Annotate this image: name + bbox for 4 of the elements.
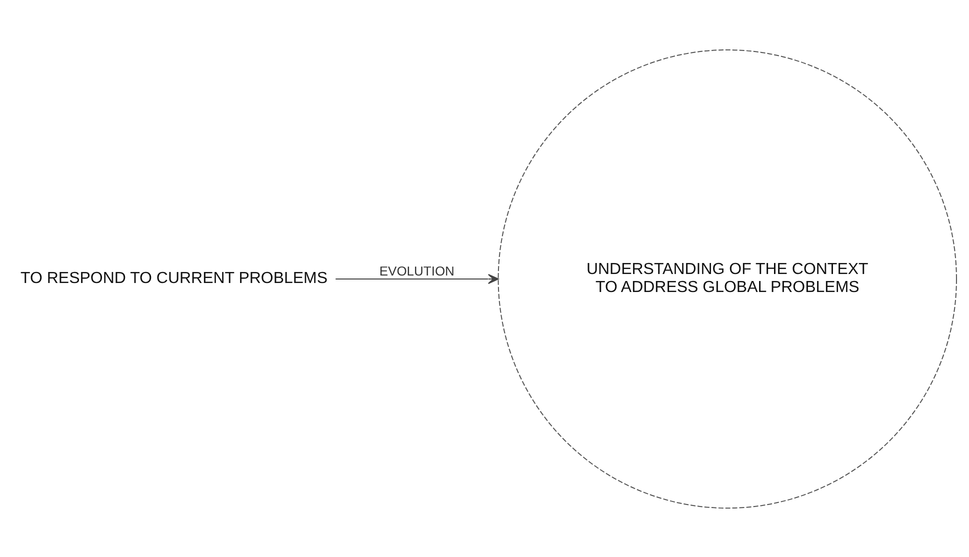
node-text: TO RESPOND TO CURRENT PROBLEMS — [20, 269, 328, 286]
arrow — [335, 274, 499, 284]
node-circle: UNDERSTANDING OF THE CONTEXT TO ADDRESS GLOBAL PROBLEMS — [498, 48, 957, 508]
edge-label: EVOLUTION — [379, 262, 454, 278]
